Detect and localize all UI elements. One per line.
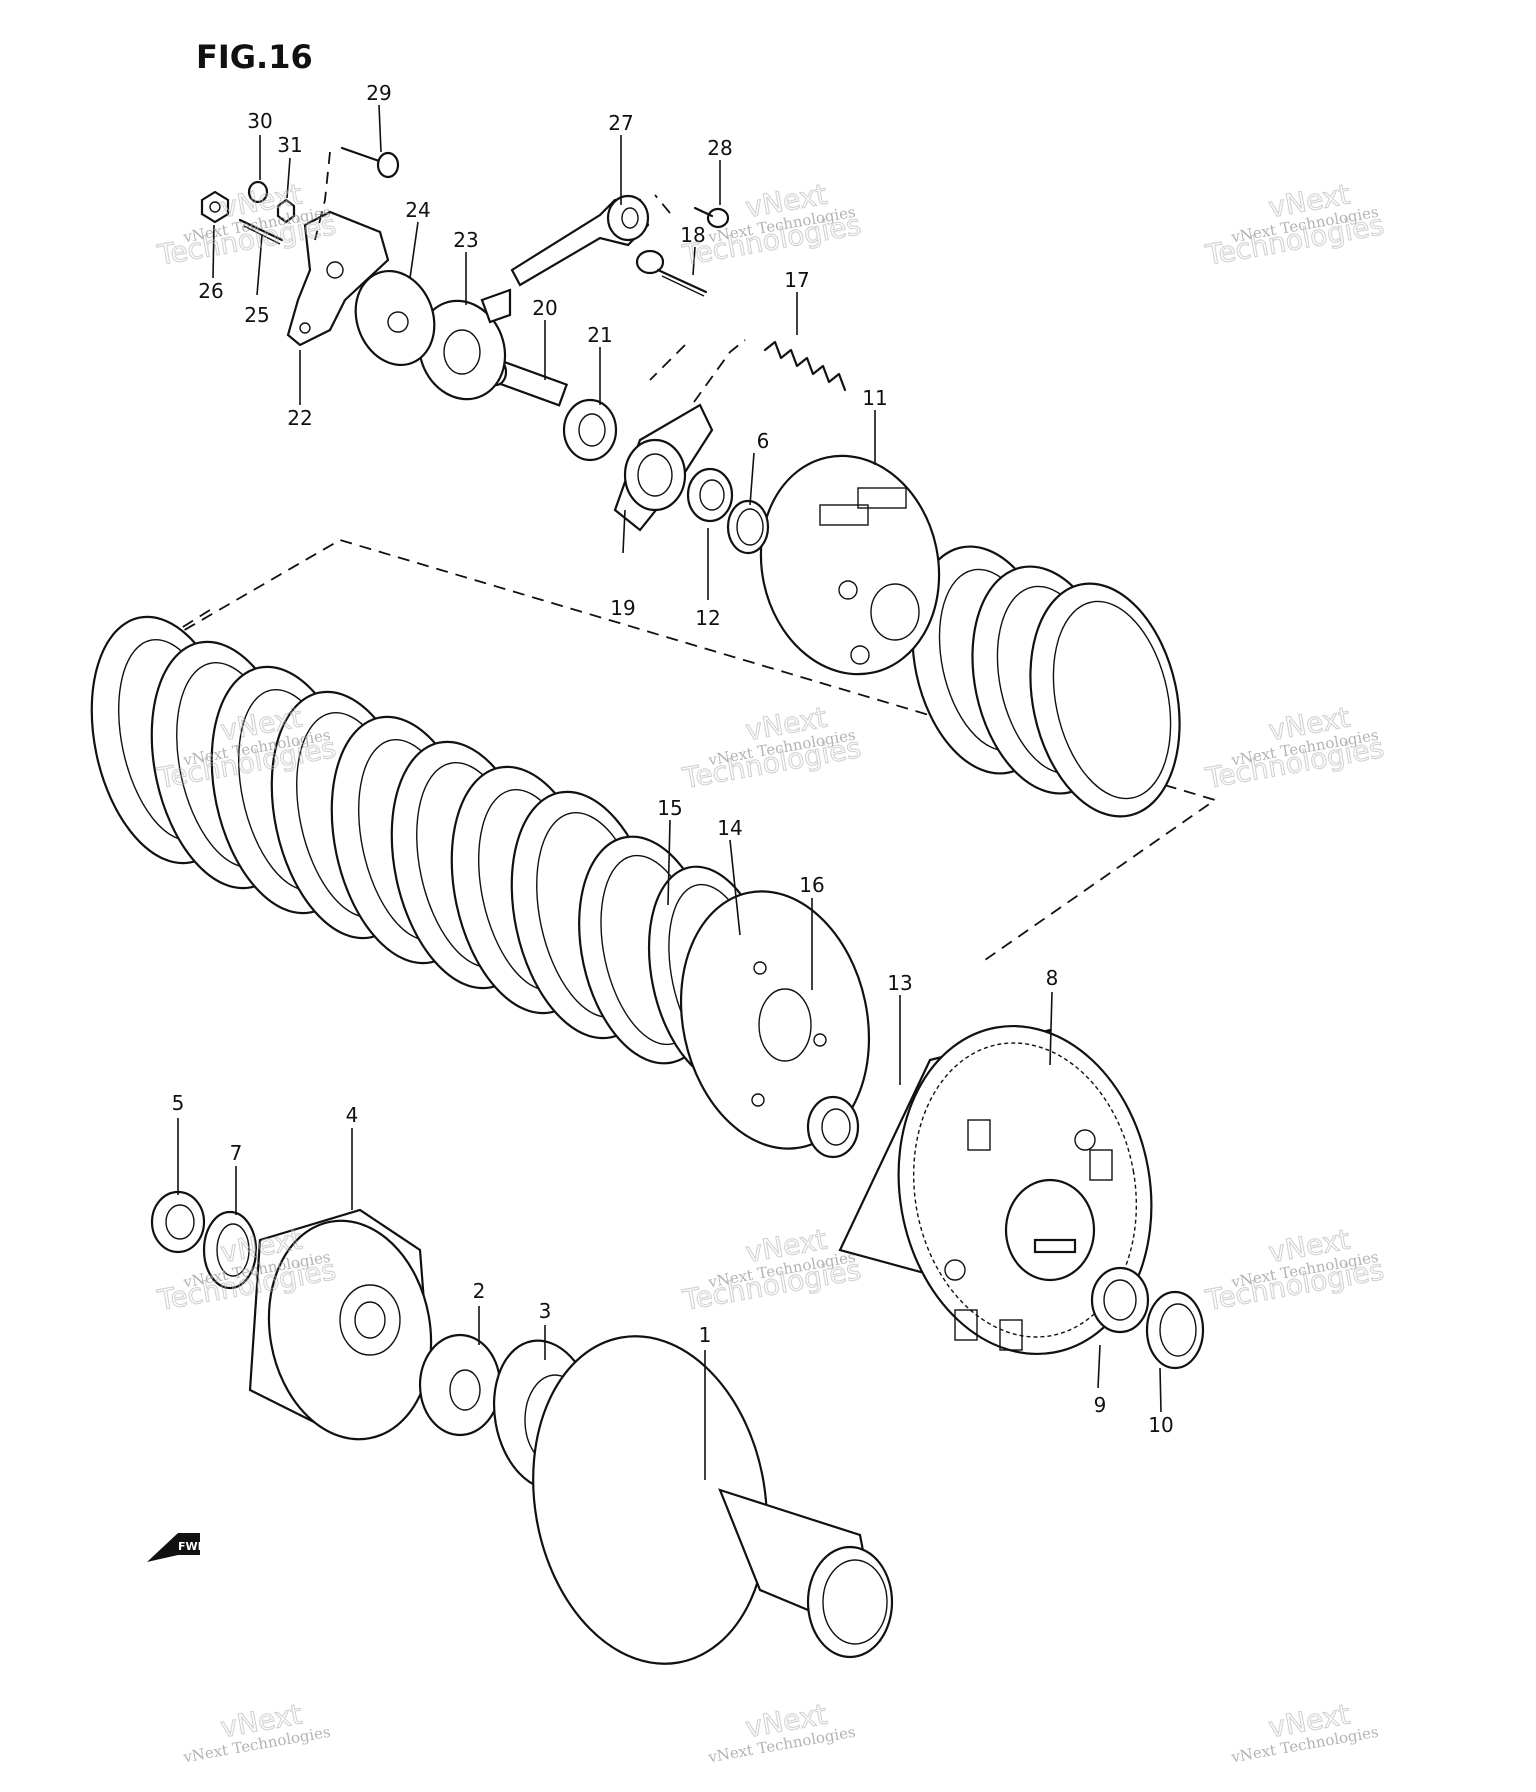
pressure-plate	[679, 890, 871, 1150]
part-label: 8	[1046, 966, 1059, 990]
cam-plate	[354, 269, 436, 367]
part-label: 19	[610, 596, 635, 620]
forward-direction-arrow: FWD	[147, 1533, 207, 1562]
part-label: 5	[172, 1091, 185, 1115]
part-label: 10	[1148, 1413, 1173, 1437]
part-label: 12	[695, 606, 720, 630]
part-label: 3	[539, 1299, 552, 1323]
spring-17	[763, 340, 847, 392]
part-label: 11	[862, 386, 887, 410]
part-label: 17	[784, 268, 809, 292]
part-label: 2	[473, 1279, 486, 1303]
part-label: 6	[757, 429, 770, 453]
figure-title: FIG.16	[196, 38, 313, 76]
washer-13	[806, 1095, 860, 1159]
nut-26	[200, 190, 230, 224]
lifter-plate	[613, 403, 714, 532]
bracket-22	[286, 210, 390, 347]
bolt-29	[340, 146, 400, 179]
nut-5	[150, 1190, 206, 1254]
part-label: 4	[346, 1103, 359, 1127]
starter-clutch-drum	[532, 1335, 894, 1665]
part-number-labels: 1 2 3 4 5 6 7 8 9 10 11 12 13 14 15 16 1…	[172, 81, 1174, 1437]
spacer-2	[418, 1333, 502, 1437]
nut-31	[276, 198, 296, 224]
bearing-12	[686, 467, 734, 523]
washer-6	[726, 499, 770, 555]
part-label: 20	[532, 296, 557, 320]
part-label: 7	[230, 1141, 243, 1165]
release-cam	[417, 288, 512, 401]
thrust-washer-10	[1145, 1290, 1205, 1370]
part-label: 1	[699, 1323, 712, 1347]
part-label: 22	[287, 406, 312, 430]
clutch-plate-stack	[90, 615, 660, 1040]
part-label: 30	[247, 109, 272, 133]
part-label: 21	[587, 323, 612, 347]
part-label: 27	[608, 111, 633, 135]
part-label: 31	[277, 133, 302, 157]
part-label: 16	[799, 873, 824, 897]
washer-7	[202, 1210, 258, 1290]
part-label: 28	[707, 136, 732, 160]
washer-30	[247, 180, 269, 204]
part-label: 26	[198, 279, 223, 303]
screw-28	[693, 206, 730, 229]
sleeve-hub	[1090, 1266, 1150, 1334]
part-label: 9	[1094, 1393, 1107, 1417]
part-label: 13	[887, 971, 912, 995]
bearing-21	[562, 398, 618, 462]
part-label: 14	[717, 816, 742, 840]
upper-plate-group	[911, 545, 1181, 818]
part-label: 24	[405, 198, 430, 222]
part-label: 15	[657, 796, 682, 820]
part-label: 23	[453, 228, 478, 252]
leader-lines	[177, 104, 1162, 1480]
release-arm	[510, 194, 650, 287]
forward-label: FWD	[178, 1540, 207, 1553]
primary-drive-gear-assembly	[248, 1208, 433, 1441]
clutch-sleeve-hub	[759, 454, 941, 676]
part-label: 18	[680, 223, 705, 247]
bolt-18	[635, 249, 708, 297]
part-label: 25	[244, 303, 269, 327]
primary-driven-gear-housing	[838, 1024, 1153, 1356]
part-label: 29	[366, 81, 391, 105]
